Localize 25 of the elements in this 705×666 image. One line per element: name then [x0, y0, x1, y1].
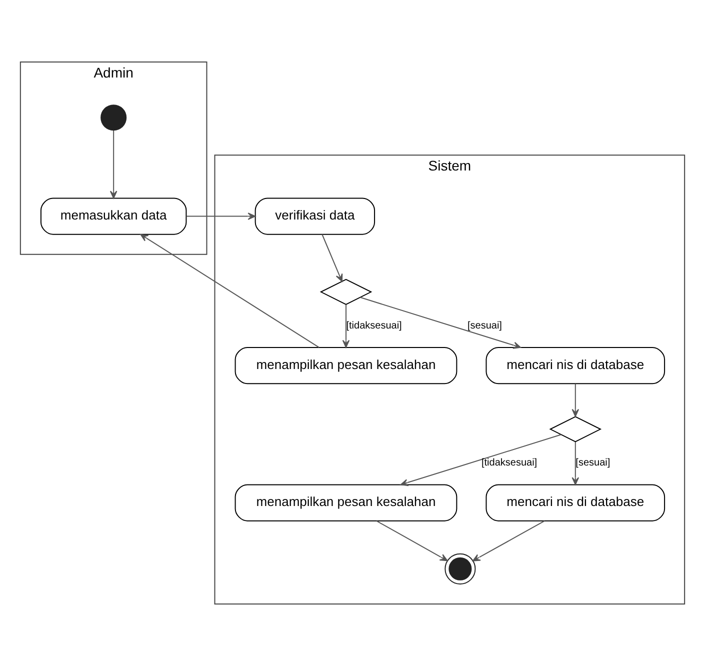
node-box: mencari nis di database — [486, 347, 666, 384]
arrow — [360, 296, 522, 349]
arrow — [140, 234, 320, 348]
arrow — [110, 130, 118, 199]
node-diamond — [320, 278, 372, 305]
arrow — [572, 383, 580, 417]
node-box: menampilkan pesan kesalahan — [234, 347, 458, 384]
node-circle — [100, 104, 127, 131]
node-diamond — [549, 416, 602, 442]
arrow — [376, 520, 448, 562]
edge-label: [sesuai] — [576, 458, 610, 469]
node-box: verifikasi data — [254, 198, 376, 235]
node-box: mencari nis di database — [486, 484, 666, 522]
arrow — [400, 434, 562, 486]
node-box: menampilkan pesan kesalahan — [234, 484, 458, 522]
arrow — [472, 520, 546, 562]
arrow — [322, 234, 343, 282]
arrow — [342, 304, 350, 348]
edge-label: [tidaksesuai] — [481, 458, 538, 469]
edge-label: [tidaksesuai] — [346, 320, 402, 332]
node-box: memasukkan data — [40, 198, 187, 235]
arrow — [186, 212, 256, 220]
node-bullseye — [444, 553, 476, 584]
arrow — [572, 442, 580, 486]
edge-label: [sesuai] — [468, 320, 502, 332]
